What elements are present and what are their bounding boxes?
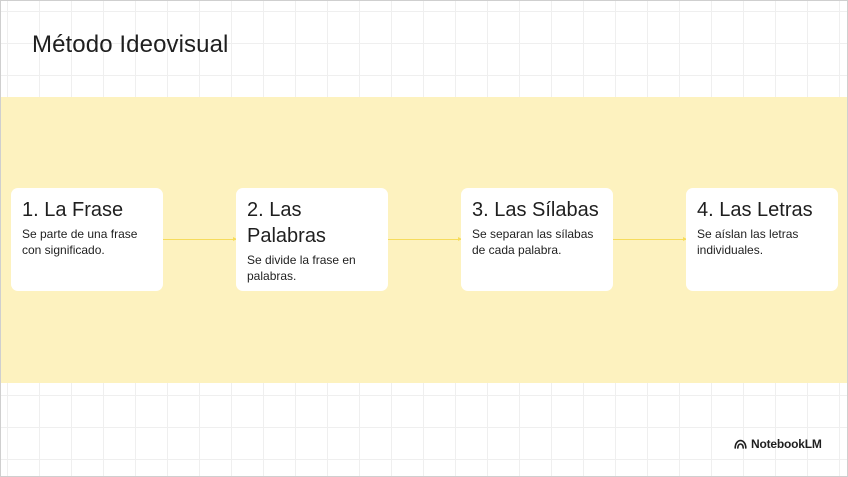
brand-name: NotebookLM xyxy=(751,437,822,451)
step-card-letras: 4. Las Letras Se aíslan las letras indiv… xyxy=(686,188,838,291)
arrow-connector xyxy=(163,237,237,241)
step-card-silabas: 3. Las Sílabas Se separan las sílabas de… xyxy=(461,188,613,291)
step-description: Se divide la frase en palabras. xyxy=(247,253,356,283)
step-title: 3. Las Sílabas xyxy=(472,199,599,221)
step-description: Se separan las sílabas de cada palabra. xyxy=(472,227,594,257)
notebooklm-logo-icon xyxy=(734,439,747,449)
brand-watermark: NotebookLM xyxy=(734,437,822,451)
step-title: 1. La Frase xyxy=(22,199,124,221)
arrow-connector xyxy=(613,237,687,241)
arrow-connector xyxy=(388,237,462,241)
step-card-frase: 1. La Frase Se parte de una frase con si… xyxy=(11,188,163,291)
step-card-palabras: 2. Las Palabras Se divide la frase en pa… xyxy=(236,188,388,291)
page-title: Método Ideovisual xyxy=(32,31,229,58)
step-title: 4. Las Letras xyxy=(697,199,813,221)
step-description: Se parte de una frase con significado. xyxy=(22,227,138,257)
step-description: Se aíslan las letras individuales. xyxy=(697,227,799,257)
step-title: 2. Las Palabras xyxy=(247,199,326,247)
